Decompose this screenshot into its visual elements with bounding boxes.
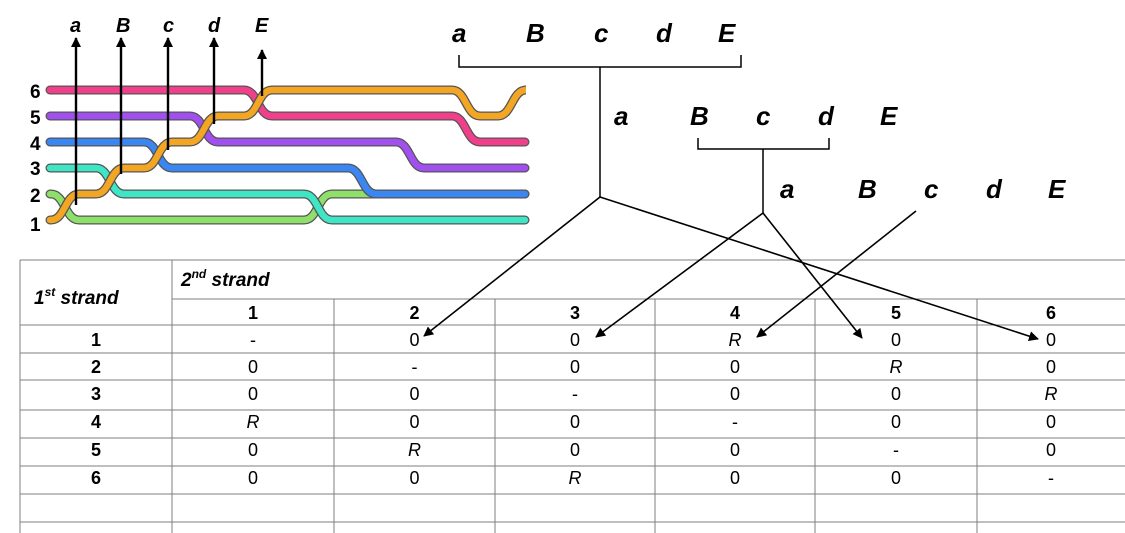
column-header-1: 1	[248, 303, 258, 323]
arrow-E-to-1-6	[599, 196, 1039, 341]
table-cell: 0	[248, 468, 258, 488]
tree-l1-d: d	[656, 18, 673, 48]
row-header-1: 1	[91, 330, 101, 350]
tree-l3-a: a	[780, 174, 794, 204]
table-cell: 0	[730, 440, 740, 460]
tree-l3-B: B	[858, 174, 877, 204]
table-cell: 0	[891, 330, 901, 350]
table-cell: -	[412, 357, 418, 377]
strand-number-6: 6	[30, 82, 41, 103]
column-header-3: 3	[570, 303, 580, 323]
table-cell: -	[1048, 468, 1054, 488]
table-cell: 0	[570, 357, 580, 377]
header-second-strand: 2nd strand	[180, 267, 270, 291]
table-cell: 0	[1046, 357, 1056, 377]
strand-5	[46, 86, 529, 146]
table-cell: 0	[730, 468, 740, 488]
tree-l1-E: E	[718, 18, 736, 48]
row-header-4: 4	[91, 412, 101, 432]
column-header-2: 2	[409, 303, 419, 323]
tree-bracket-l2	[697, 138, 830, 213]
tree-l3-E: E	[1048, 174, 1066, 204]
table-cell: 0	[248, 384, 258, 404]
table-cell: -	[572, 384, 578, 404]
row-header-2: 2	[91, 357, 101, 377]
table-cell: 0	[730, 384, 740, 404]
tree-l1-B: B	[526, 18, 545, 48]
braid-label-c: c	[163, 15, 174, 37]
row-header-3: 3	[91, 384, 101, 404]
table-cell: 0	[570, 412, 580, 432]
strand-number-5: 5	[30, 108, 41, 129]
table-cell: 0	[409, 468, 419, 488]
strand-2	[46, 164, 529, 224]
column-header-5: 5	[891, 303, 901, 323]
table-cell: R	[247, 412, 260, 432]
tree-l2-a: a	[614, 101, 628, 131]
tree-l3-d: d	[986, 174, 1003, 204]
table-cell: -	[732, 412, 738, 432]
table-cell: R	[408, 440, 421, 460]
table-cell: 0	[248, 440, 258, 460]
table-cell: R	[890, 357, 903, 377]
tree-l1-a: a	[452, 18, 466, 48]
table-cell: 0	[409, 384, 419, 404]
arrow-a3-to-1-4	[756, 210, 917, 338]
table-cell: 0	[730, 357, 740, 377]
table-cell: 0	[891, 384, 901, 404]
table-cell: 0	[891, 412, 901, 432]
tree-l1-c: c	[594, 18, 609, 48]
column-header-6: 6	[1046, 303, 1056, 323]
table-cell: -	[250, 330, 256, 350]
table-cell: 0	[891, 468, 901, 488]
table-cell: 0	[570, 440, 580, 460]
tree-bracket-l1	[458, 55, 742, 197]
table-cell: R	[569, 468, 582, 488]
table-cell: -	[893, 440, 899, 460]
row-header-6: 6	[91, 468, 101, 488]
strand-6	[46, 86, 529, 224]
table-cell: 0	[409, 412, 419, 432]
tree-l2-E: E	[880, 101, 898, 131]
braid-label-E: E	[255, 15, 269, 37]
strand-1	[46, 190, 529, 224]
table-cell: 0	[248, 357, 258, 377]
arrow-E2-to-1-5	[762, 212, 863, 339]
header-first-strand: 1st strand	[34, 285, 119, 309]
braid-label-a: a	[70, 15, 81, 37]
table-cell: R	[729, 330, 742, 350]
braid-label-B: B	[116, 15, 130, 37]
strand-number-2: 2	[30, 186, 41, 207]
arrow-a-to-1-2	[423, 196, 601, 337]
braid-panel: a B c d E 6 5 4 3 2 1	[30, 15, 530, 236]
table-cell: R	[1045, 384, 1058, 404]
mapping-arrows	[423, 196, 1039, 341]
strand-number-3: 3	[30, 159, 41, 180]
table-cell: 0	[1046, 440, 1056, 460]
strand-4	[46, 112, 529, 172]
strand-3	[46, 138, 529, 198]
tree-l2-c: c	[756, 101, 771, 131]
table-cell: 0	[409, 330, 419, 350]
tree-l3-c: c	[924, 174, 939, 204]
tree-l2-d: d	[818, 101, 835, 131]
tree-diagram: a B c d E a B c d E a B c d E	[452, 18, 1066, 213]
arrow-a2-to-1-3	[595, 212, 764, 338]
strand-number-4: 4	[30, 134, 41, 155]
table-cell: 0	[1046, 330, 1056, 350]
braid-label-d: d	[208, 15, 221, 37]
column-header-4: 4	[730, 303, 740, 323]
tree-l2-B: B	[690, 101, 709, 131]
table-cell: 0	[1046, 412, 1056, 432]
table-cell: 0	[570, 330, 580, 350]
strand-number-1: 1	[30, 215, 41, 236]
row-header-5: 5	[91, 440, 101, 460]
braid-arrows	[71, 37, 267, 205]
